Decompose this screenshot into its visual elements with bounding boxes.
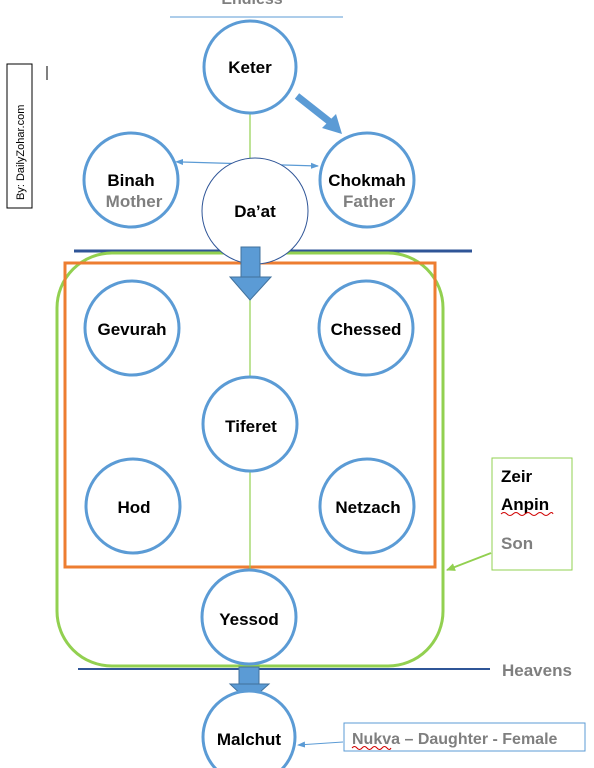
spellcheck-squiggle <box>500 512 554 516</box>
endless-label: Endless <box>221 0 282 8</box>
tiferet-node: Tiferet <box>201 375 299 473</box>
gevurah-node: Gevurah <box>83 279 181 377</box>
zeir-anpin-line1: Zeir <box>501 467 533 486</box>
malchut-node: Malchut <box>201 689 297 768</box>
credit-text: By: DailyZohar.com <box>15 105 27 200</box>
netzach-label: Netzach <box>335 498 400 517</box>
hod-node: Hod <box>84 457 182 555</box>
binah-sublabel: Mother <box>106 192 163 211</box>
zeir-anpin-line2: Anpin <box>501 495 549 514</box>
keter-node: Keter <box>202 19 298 115</box>
malchut-label: Malchut <box>217 730 282 749</box>
binah-node: Binah Mother <box>82 131 180 229</box>
gevurah-label: Gevurah <box>98 320 167 339</box>
zeir-anpin-callout <box>491 457 573 571</box>
binah-label: Binah <box>107 171 154 190</box>
nukva-name: Nukva <box>352 731 400 748</box>
keter-to-chokmah-arrowhead <box>322 114 342 134</box>
keter-to-chokmah-arrow-shaft <box>294 93 333 125</box>
nukva-rest: – Daughter - Female <box>400 731 557 748</box>
credit-box <box>6 63 33 209</box>
nukva-text: Nukva – Daughter - Female <box>352 731 558 748</box>
netzach-node: Netzach <box>318 457 416 555</box>
heavens-label: Heavens <box>502 661 572 680</box>
chokmah-sublabel: Father <box>343 192 395 211</box>
daat-label: Da’at <box>234 202 276 221</box>
yessod-node: Yessod <box>200 568 298 666</box>
zeir-anpin-role: Son <box>501 534 533 553</box>
nukva-pointer <box>297 741 344 748</box>
keter-label: Keter <box>228 58 272 77</box>
daat-node: Da’at <box>201 157 309 265</box>
chokmah-node: Chokmah Father <box>318 131 416 229</box>
nukva-squiggle <box>351 746 392 750</box>
chokmah-label: Chokmah <box>328 171 405 190</box>
yessod-label: Yessod <box>219 610 279 629</box>
chessed-label: Chessed <box>331 320 402 339</box>
zeir-anpin-pointer <box>446 552 492 571</box>
hod-label: Hod <box>117 498 150 517</box>
daat-down-arrow <box>228 246 273 301</box>
chessed-node: Chessed <box>317 279 415 377</box>
tiferet-label: Tiferet <box>225 417 277 436</box>
